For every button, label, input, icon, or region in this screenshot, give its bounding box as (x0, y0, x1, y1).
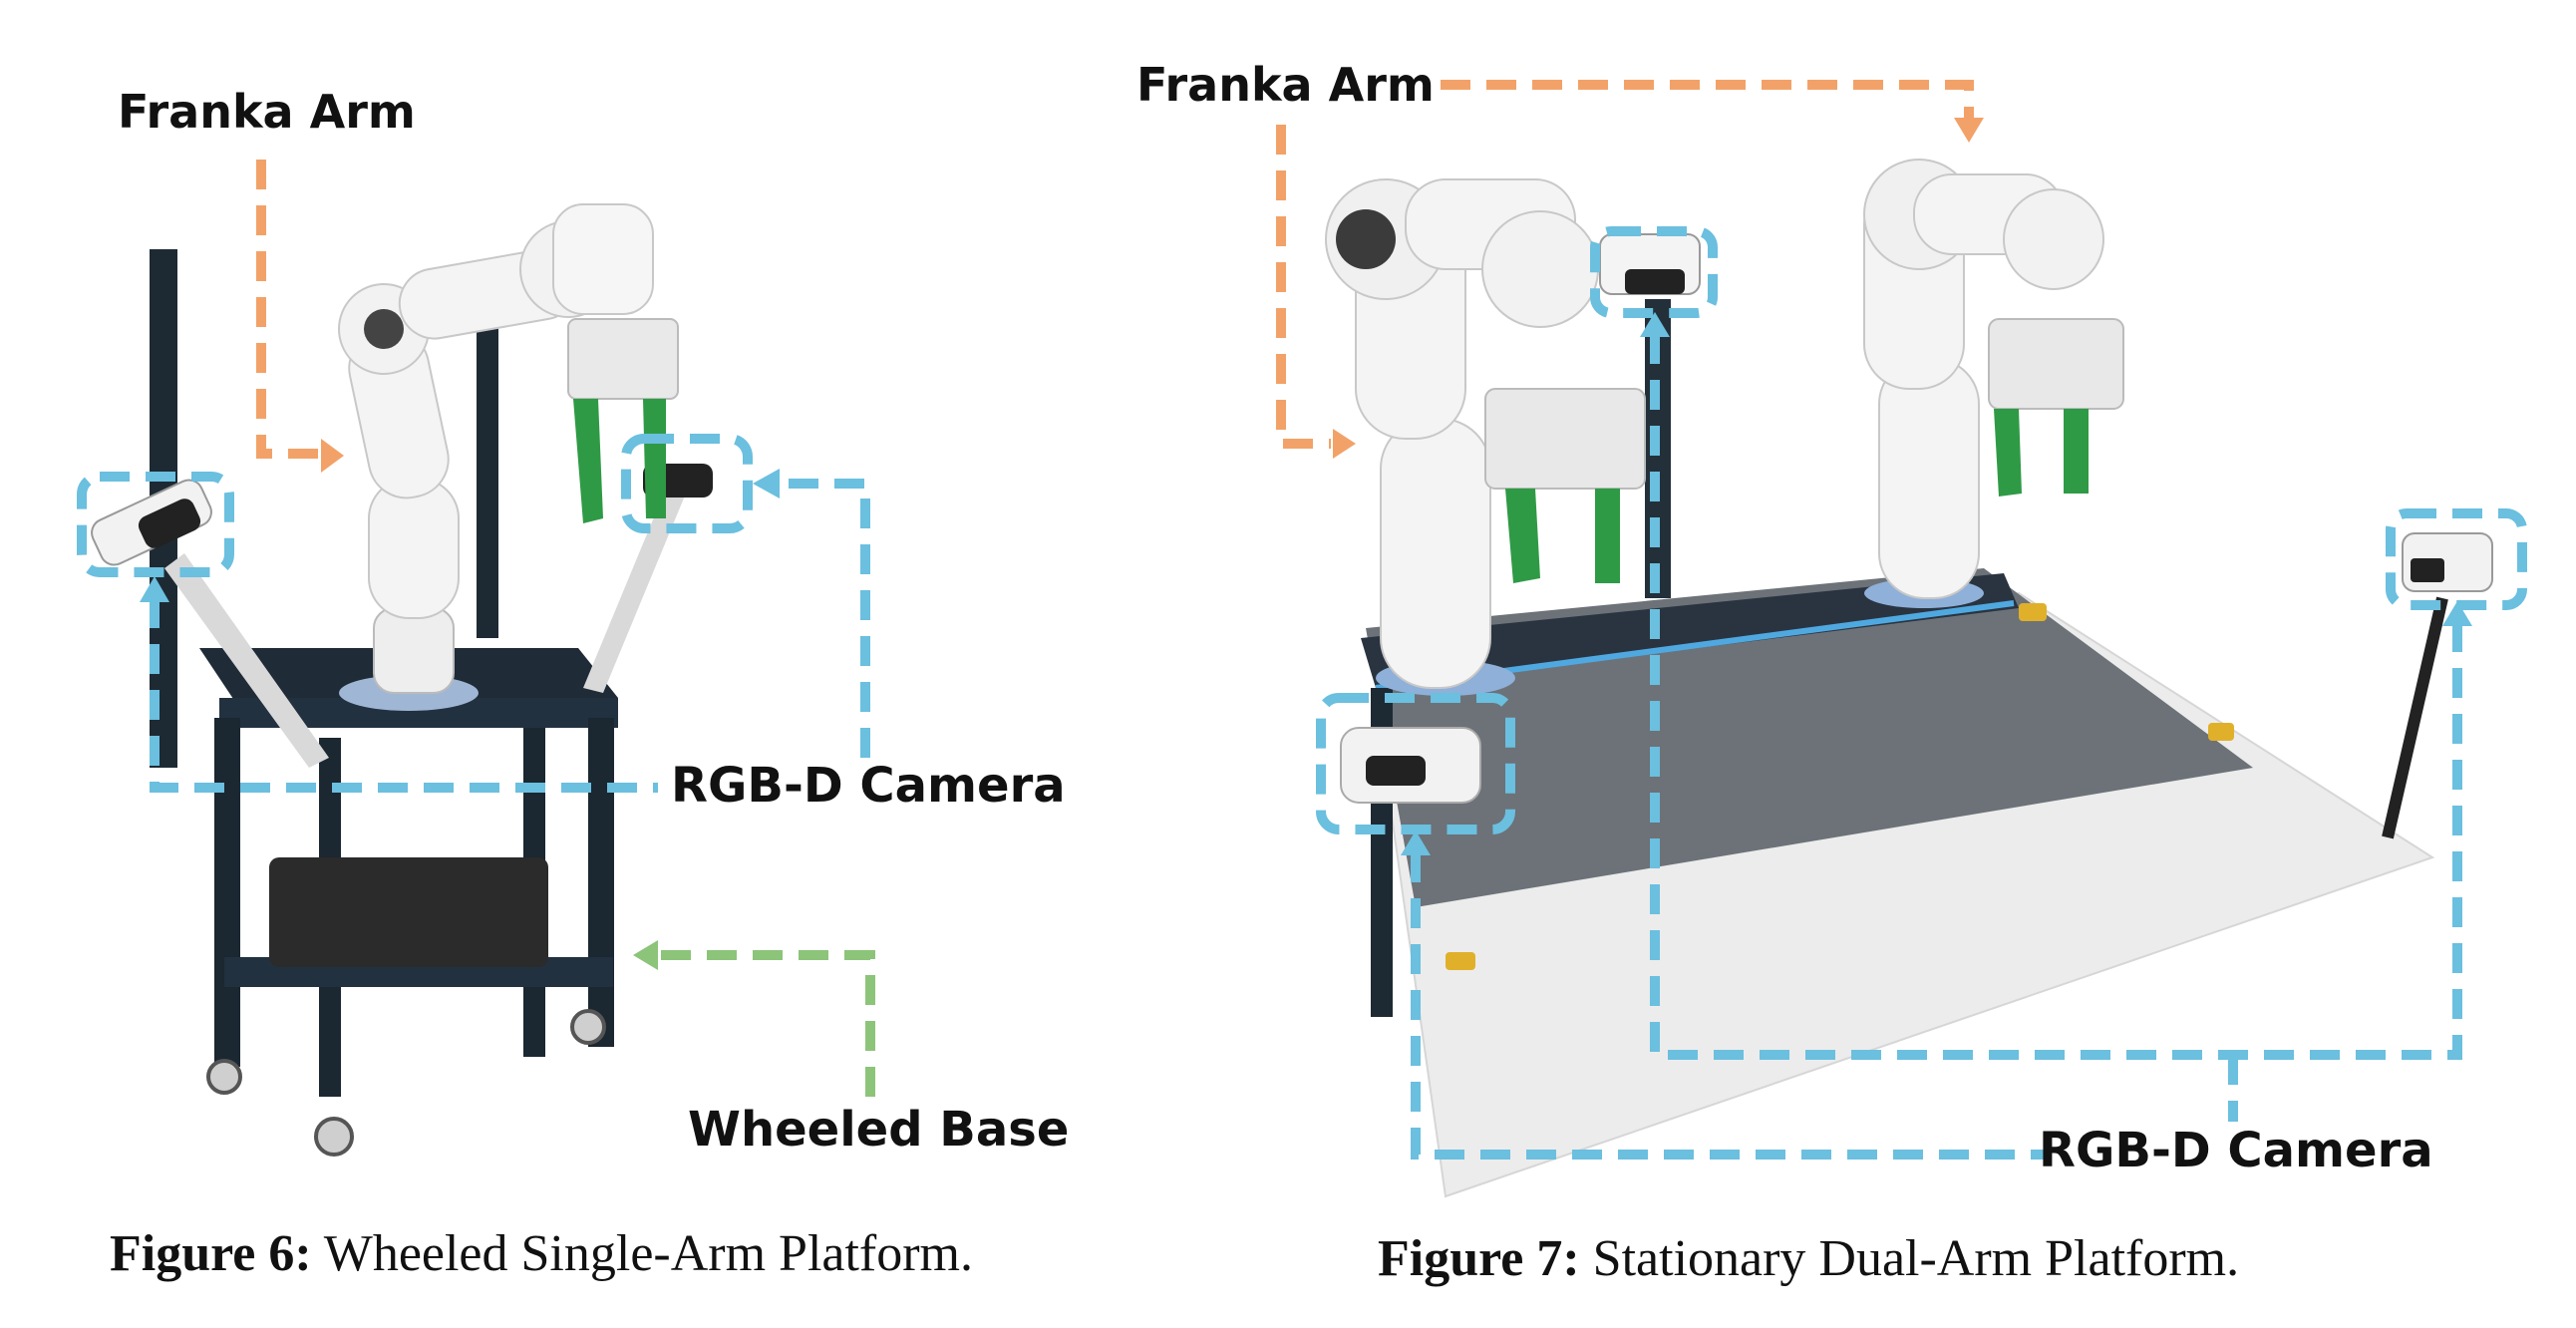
fig7-right-arm-arrowhead (1954, 118, 1984, 143)
fig6-base-arrowhead (633, 940, 658, 970)
fig6-caption-text: Wheeled Single-Arm Platform. (323, 1225, 974, 1282)
fig7-left-camera-arrowhead (1401, 830, 1431, 855)
fig6-camera-annotations (77, 434, 870, 793)
fig7-arm-arrows (1276, 80, 1974, 449)
single-arm-platform-photo (91, 203, 713, 1157)
fig6-caption-prefix: Figure 6: (110, 1225, 312, 1282)
fig6-arm-arrow (256, 160, 319, 459)
fig7-arm-label: Franka Arm (1136, 58, 1435, 112)
fig7-caption: Figure 7: Stationary Dual-Arm Platform. (1378, 1229, 2239, 1288)
fig7-center-camera-arrowhead (1640, 312, 1670, 337)
dual-arm-platform-photo (1325, 159, 2493, 1198)
fig6-camera-label: RGB-D Camera (671, 758, 1066, 814)
fig6-arm-label: Franka Arm (118, 85, 416, 139)
fig6-right-camera-arrowhead (753, 469, 780, 498)
fig6-caption: Figure 6: Wheeled Single-Arm Platform. (110, 1224, 973, 1283)
fig7-left-arm-arrowhead (1333, 429, 1356, 459)
fig6-arm-arrowhead (321, 439, 344, 473)
fig6-base-label: Wheeled Base (688, 1102, 1070, 1158)
fig6-left-camera-arrowhead (140, 576, 169, 602)
fig7-caption-prefix: Figure 7: (1378, 1230, 1580, 1287)
fig7-right-camera-arrowhead (2442, 601, 2472, 626)
fig7-camera-label: RGB-D Camera (2039, 1123, 2433, 1178)
fig7-caption-text: Stationary Dual-Arm Platform. (1592, 1230, 2240, 1287)
fig6-base-arrow (658, 950, 875, 1097)
